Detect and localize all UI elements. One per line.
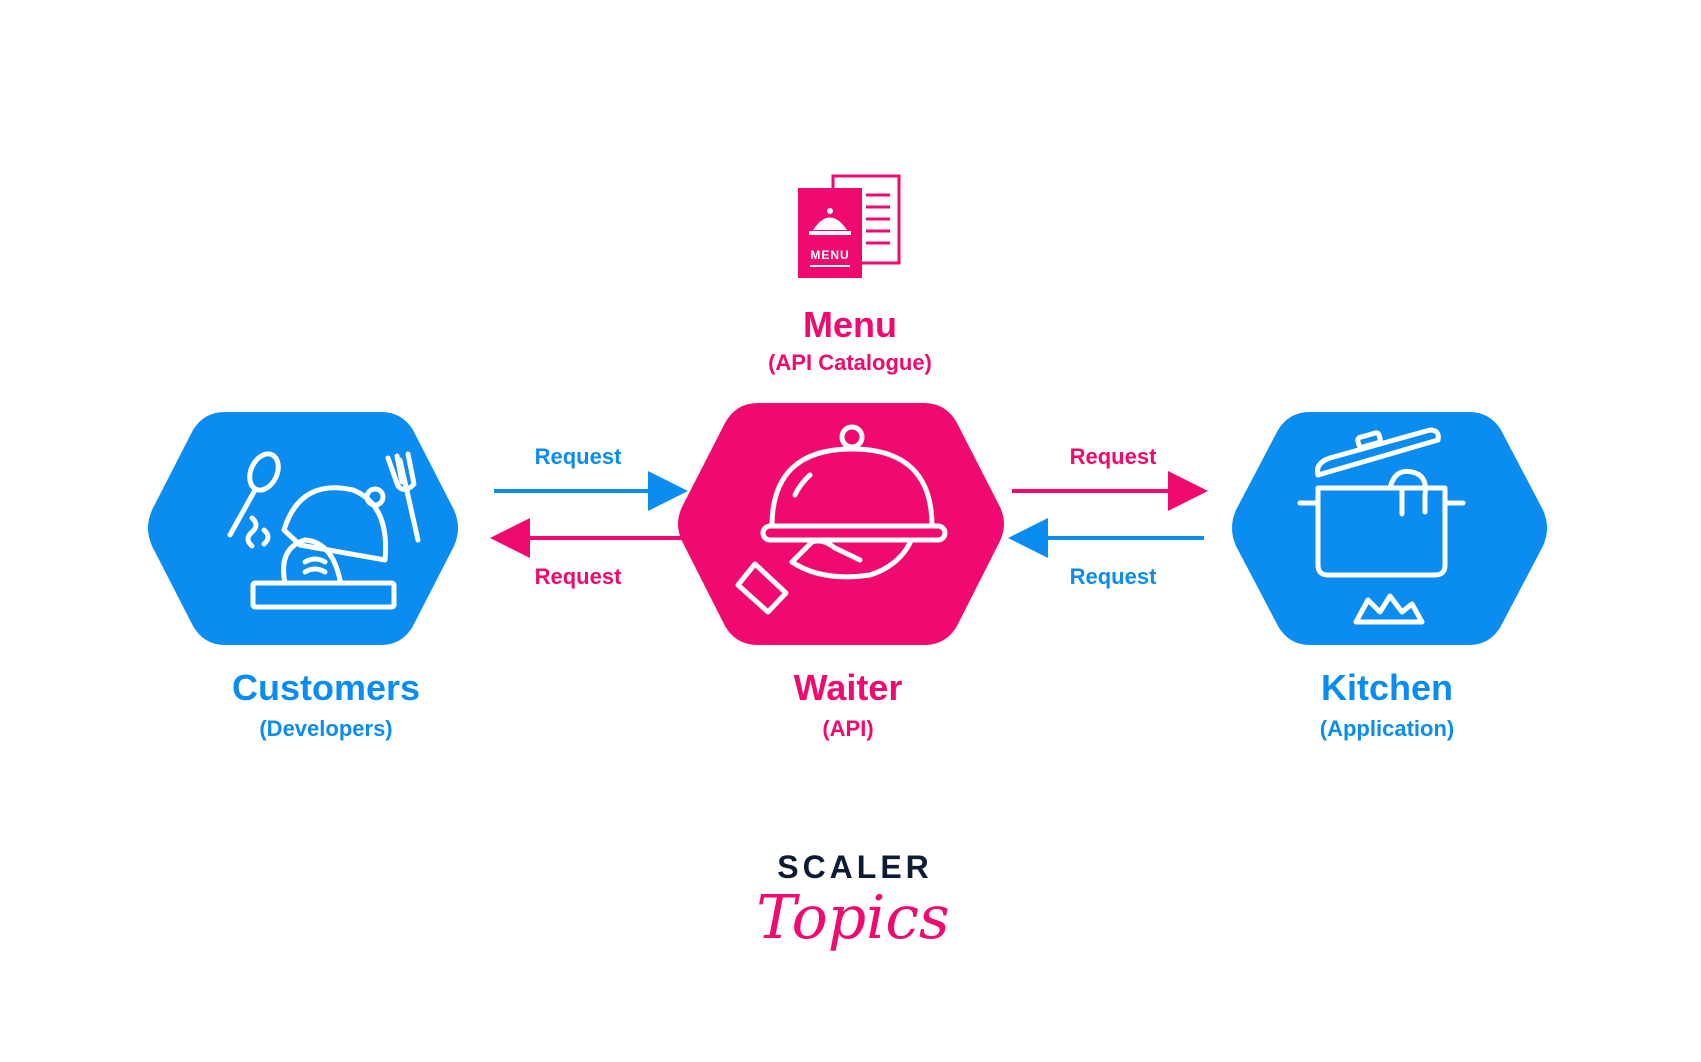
menu-cover-text: MENU [810, 248, 849, 262]
waiter-title: Waiter [794, 667, 903, 708]
kitchen-node: Kitchen (Application) [1232, 412, 1547, 741]
kitchen-hexagon [1232, 412, 1547, 645]
waiter-subtitle: (API) [822, 716, 873, 741]
arrow-label-waiter-to-kitchen: Request [1070, 444, 1157, 469]
menu-book-icon: MENU [798, 174, 901, 278]
arrow-label-kitchen-to-waiter: Request [1070, 564, 1157, 589]
arrow-customers-to-waiter: Request [494, 444, 688, 511]
logo-topics-text: Topics [756, 883, 949, 953]
kitchen-title: Kitchen [1321, 667, 1453, 708]
menu-subtitle: (API Catalogue) [768, 350, 932, 375]
customers-subtitle: (Developers) [259, 716, 392, 741]
customers-node: Customers (Developers) [148, 412, 458, 741]
arrow-label-customers-to-waiter: Request [535, 444, 622, 469]
customers-title: Customers [232, 667, 420, 708]
menu-title: Menu [803, 304, 897, 345]
arrow-kitchen-to-waiter: Request [1008, 518, 1204, 589]
logo-scaler-text: SCALER [777, 849, 933, 885]
serving-tray-in-hand-icon [735, 424, 948, 615]
cooking-pot-on-stove-icon [1297, 427, 1466, 625]
menu-node: MENU Menu (API Catalogue) [768, 174, 932, 375]
arrow-waiter-to-kitchen: Request [1012, 444, 1208, 511]
arrow-label-waiter-to-customers: Request [535, 564, 622, 589]
arrow-waiter-to-customers: Request [490, 518, 684, 589]
covered-dish-with-cutlery-icon [227, 451, 421, 610]
scaler-topics-logo: SCALER Topics [756, 849, 949, 953]
customers-hexagon [148, 412, 458, 645]
waiter-node: Waiter (API) [678, 403, 1004, 741]
kitchen-subtitle: (Application) [1320, 716, 1454, 741]
